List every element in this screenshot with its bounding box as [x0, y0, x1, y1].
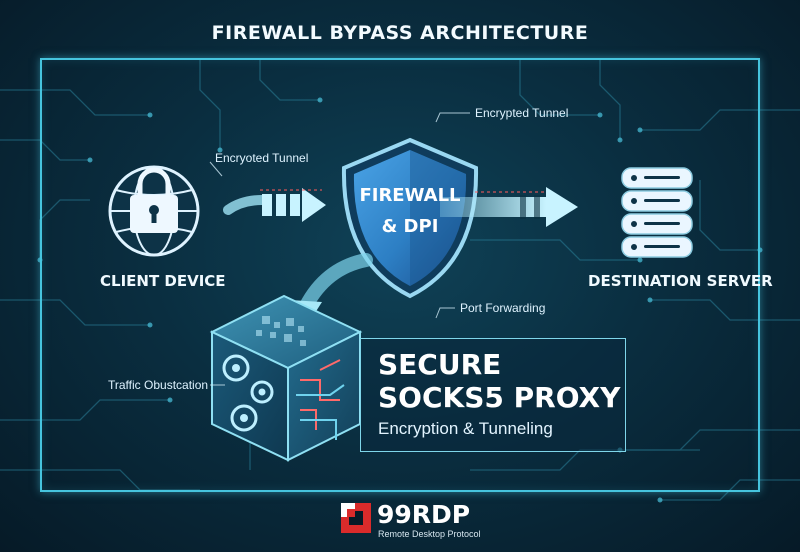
dpi-label: & DPI	[381, 216, 439, 237]
brand-tagline: Remote Desktop Protocol	[378, 529, 481, 539]
proxy-title-line2: SOCKS5 PROXY	[378, 381, 621, 414]
brand-name: 99RDP	[377, 500, 471, 529]
page-title: FIREWALL BYPASS ARCHITECTURE	[211, 22, 589, 44]
tunnel-label-left: Encryoted Tunnel	[215, 151, 309, 165]
port-forwarding-label: Port Forwarding	[460, 301, 546, 315]
proxy-subtitle: Encryption & Tunneling	[378, 419, 553, 438]
destination-server-label: DESTINATION SERVER	[588, 272, 773, 290]
proxy-cube-icon	[209, 294, 363, 462]
traffic-obfuscation-label: Traffic Obustcation	[108, 378, 209, 392]
tunnel-label-right: Encrypted Tunnel	[475, 106, 569, 120]
firewall-shield-icon	[341, 137, 479, 299]
diagram-frame	[40, 58, 760, 492]
client-lock-globe-icon	[108, 165, 200, 257]
proxy-label-box	[360, 338, 626, 452]
brand-logo-mark	[341, 503, 371, 533]
destination-server-icon	[621, 167, 693, 258]
client-device-label: CLIENT DEVICE	[100, 272, 226, 290]
proxy-title-line1: SECURE	[378, 348, 502, 381]
encrypted-tunnel-arrow-right	[440, 187, 578, 227]
firewall-label: FIREWALL	[359, 185, 461, 206]
encrypted-tunnel-arrow-left	[223, 188, 326, 222]
